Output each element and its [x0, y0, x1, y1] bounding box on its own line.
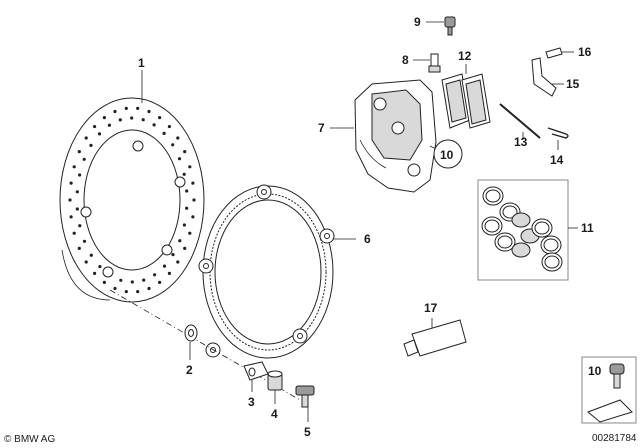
washer [184, 324, 198, 342]
brake-caliper [354, 79, 437, 193]
callout-5: 5 [304, 425, 311, 439]
bleed-valve [428, 53, 441, 73]
callout-11: 11 [581, 221, 594, 235]
callout-10: 10 [440, 148, 454, 162]
bracket [531, 57, 557, 97]
callout-3: 3 [248, 395, 255, 409]
callout-12: 12 [458, 49, 472, 63]
spring-clip [547, 127, 569, 139]
brake-pads [441, 73, 491, 129]
callout-17: 17 [424, 301, 438, 315]
sleeve [267, 370, 283, 391]
diagram-id: 00281784 [592, 433, 637, 444]
arrow-icon [587, 399, 633, 423]
leader-lines [141, 21, 578, 422]
legend-part-number: 10 [588, 364, 602, 378]
callout-8: 8 [402, 53, 409, 67]
screw [545, 47, 563, 59]
screw-icon [609, 363, 625, 389]
callout-14: 14 [550, 153, 564, 167]
legend-box: 10 [581, 356, 637, 424]
callout-1: 1 [138, 56, 145, 70]
dust-cap [444, 16, 456, 36]
pad-retaining-pin [499, 103, 541, 139]
callout-4: 4 [271, 407, 278, 421]
callout-9: 9 [414, 15, 421, 29]
brake-disc [59, 97, 205, 303]
callout-6: 6 [364, 232, 371, 246]
callout-15: 15 [566, 77, 580, 91]
callout-7: 7 [318, 121, 325, 135]
callout-labels: 1 2 3 4 5 6 7 8 9 10 11 12 13 14 15 16 1… [138, 15, 594, 439]
callout-2: 2 [186, 363, 193, 377]
bolt [295, 385, 315, 408]
seal-kit [477, 179, 569, 281]
grease-tube [403, 319, 467, 357]
abs-sensor-ring [198, 184, 335, 359]
callout-13: 13 [514, 135, 528, 149]
copyright-text: © BMW AG [4, 434, 55, 445]
callout-16: 16 [578, 45, 592, 59]
spacer-bushing [243, 361, 269, 381]
